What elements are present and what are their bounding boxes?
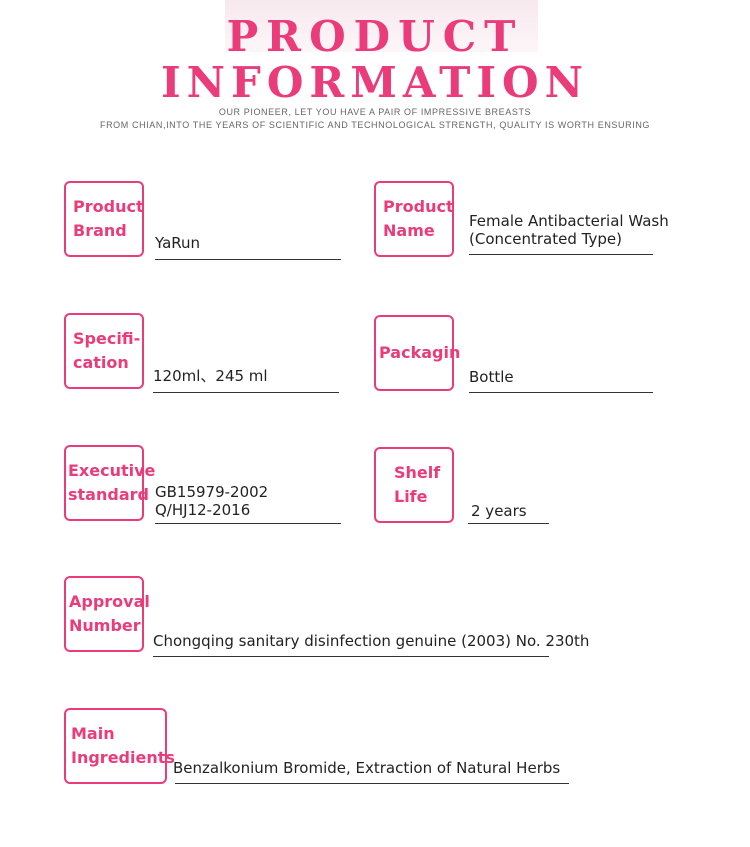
label-specification: Specifi- cation — [64, 313, 144, 389]
label-main-ingredients-text: Main Ingredients — [71, 724, 175, 767]
value-product-brand: YaRun — [155, 234, 201, 252]
subtitle-line2: FROM CHIAN,INTO THE YEARS OF SCIENTIFIC … — [99, 120, 651, 130]
label-approval-number-text: Approval Number — [69, 592, 150, 635]
label-executive-standard: Executive standard — [64, 445, 155, 521]
underline-specification — [153, 392, 339, 393]
header-background — [225, 0, 538, 52]
page-title-line1: PRODUCT — [226, 12, 524, 61]
label-shelf-life: Shelf Life — [374, 447, 454, 523]
underline-packaging — [469, 392, 653, 393]
value-packaging: Bottle — [469, 368, 514, 386]
value-product-name: Female Antibacterial Wash (Concentrated … — [469, 212, 669, 248]
underline-product-brand — [155, 259, 341, 260]
value-approval-number: Chongqing sanitary disinfection genuine … — [153, 632, 590, 650]
underline-shelf-life — [468, 523, 549, 524]
underline-main-ingredients — [175, 783, 569, 784]
value-main-ingredients: Benzalkonium Bromide, Extraction of Natu… — [173, 759, 561, 777]
label-product-brand: Product Brand — [64, 181, 144, 257]
label-packaging: Packagin — [374, 315, 460, 391]
label-product-name: Product Name — [374, 181, 454, 257]
label-packaging-text: Packagin — [379, 343, 461, 362]
underline-approval-number — [153, 656, 549, 657]
value-specification: 120ml、245 ml — [153, 367, 268, 385]
label-specification-text: Specifi- cation — [73, 329, 141, 372]
label-product-name-text: Product Name — [383, 197, 454, 240]
label-product-brand-text: Product Brand — [73, 197, 144, 240]
subtitle-line1: OUR PIONEER, LET YOU HAVE A PAIR OF IMPR… — [218, 107, 532, 117]
label-shelf-life-text: Shelf Life — [394, 463, 441, 506]
value-executive-standard: GB15979-2002 Q/HJ12-2016 — [155, 483, 269, 519]
label-approval-number: Approval Number — [64, 576, 150, 652]
label-main-ingredients: Main Ingredients — [64, 708, 175, 784]
underline-product-name — [469, 254, 653, 255]
underline-executive-standard — [155, 523, 341, 524]
page-title-line2: INFORMATION — [160, 58, 589, 107]
value-shelf-life: 2 years — [471, 502, 527, 520]
label-executive-standard-text: Executive standard — [68, 461, 156, 504]
